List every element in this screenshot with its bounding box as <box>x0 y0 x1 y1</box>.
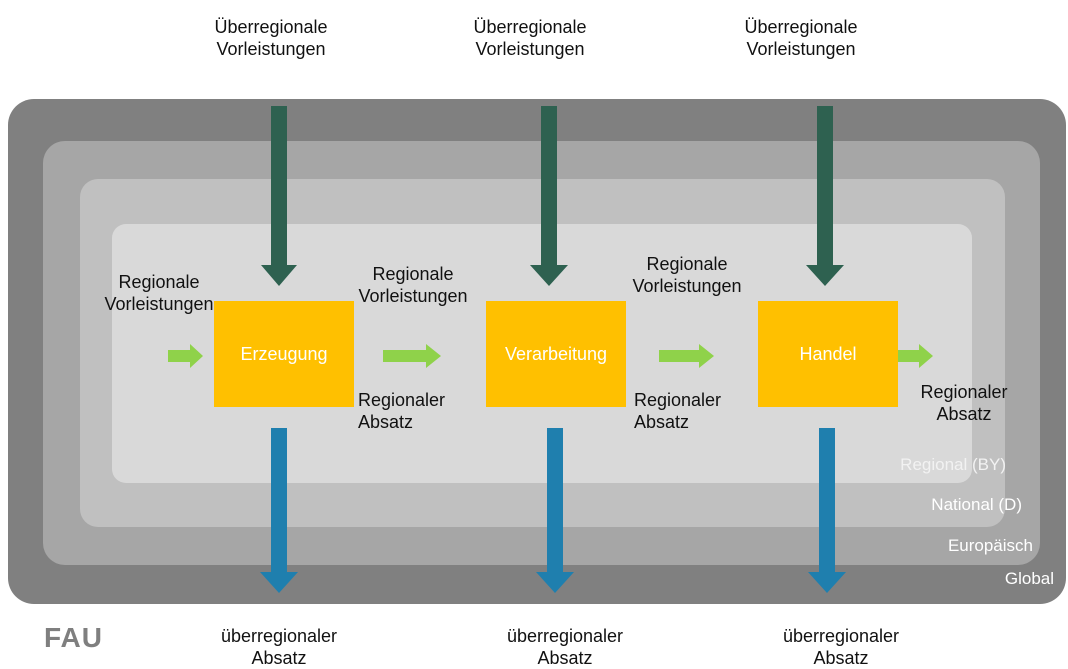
regional-output-label-3: Regionaler Absatz <box>900 381 1028 425</box>
bottom-output-line2: Absatz <box>251 648 307 668</box>
stage-trade: Handel <box>758 301 898 407</box>
input-arrow-trade <box>806 106 844 286</box>
regional-output-label-2: Regionaler Absatz <box>634 389 721 433</box>
bottom-output-line1: überregionaler <box>782 626 900 646</box>
regional-output-line1: Regionaler <box>358 390 446 410</box>
bottom-output-line1: überregionaler <box>220 626 338 646</box>
input-arrow-processing <box>530 106 568 286</box>
top-input-line1: Überregionale <box>473 17 587 37</box>
regional-input-label-2: Regionale Vorleistungen <box>338 263 488 307</box>
flow-arrow-out-of-trade <box>897 344 933 368</box>
scope-label-national: National (D) <box>931 495 1022 514</box>
bottom-output-label-trade: überregionaler Absatz <box>766 625 916 669</box>
regional-output-line1: Regionaler <box>920 382 1008 402</box>
top-input-line1: Überregionale <box>744 17 858 37</box>
top-input-label-production: Überregionale Vorleistungen <box>196 16 346 60</box>
regional-input-line1: Regionale <box>372 264 454 284</box>
regional-input-line1: Regionale <box>118 272 200 292</box>
top-input-line2: Vorleistungen <box>746 39 856 59</box>
top-input-label-trade: Überregionale Vorleistungen <box>726 16 876 60</box>
output-arrow-processing <box>536 428 574 593</box>
bottom-output-line2: Absatz <box>813 648 869 668</box>
bottom-output-line1: überregionaler <box>506 626 624 646</box>
regional-input-line2: Vorleistungen <box>632 276 742 296</box>
top-input-label-processing: Überregionale Vorleistungen <box>455 16 605 60</box>
flow-arrow-into-production <box>168 344 203 368</box>
scope-label-global: Global <box>1004 569 1054 588</box>
scope-label-regional: Regional (BY) <box>900 455 1006 474</box>
regional-input-line1: Regionale <box>646 254 728 274</box>
bottom-output-line2: Absatz <box>537 648 593 668</box>
regional-input-label-1: Regionale Vorleistungen <box>84 271 234 315</box>
flow-arrow-to-processing <box>383 344 441 368</box>
regional-input-label-3: Regionale Vorleistungen <box>612 253 762 297</box>
output-arrow-trade <box>808 428 846 593</box>
regional-output-line1: Regionaler <box>634 390 722 410</box>
regional-output-line2: Absatz <box>358 412 414 432</box>
scope-label-european: Europäisch <box>947 536 1033 555</box>
stage-processing: Verarbeitung <box>486 301 626 407</box>
regional-input-line2: Vorleistungen <box>104 294 214 314</box>
regional-output-line2: Absatz <box>634 412 690 432</box>
regional-output-label-1: Regionaler Absatz <box>358 389 445 433</box>
fau-logo: FAU <box>44 622 103 653</box>
top-input-line2: Vorleistungen <box>475 39 585 59</box>
top-input-line1: Überregionale <box>214 17 328 37</box>
regional-input-line2: Vorleistungen <box>358 286 468 306</box>
output-arrow-production <box>260 428 298 593</box>
stage-production: Erzeugung <box>214 301 354 407</box>
input-arrow-production <box>261 106 297 286</box>
regional-output-line2: Absatz <box>936 404 992 424</box>
top-input-line2: Vorleistungen <box>216 39 326 59</box>
bottom-output-label-production: überregionaler Absatz <box>204 625 354 669</box>
flow-arrow-to-trade <box>659 344 714 368</box>
bottom-output-label-processing: überregionaler Absatz <box>490 625 640 669</box>
